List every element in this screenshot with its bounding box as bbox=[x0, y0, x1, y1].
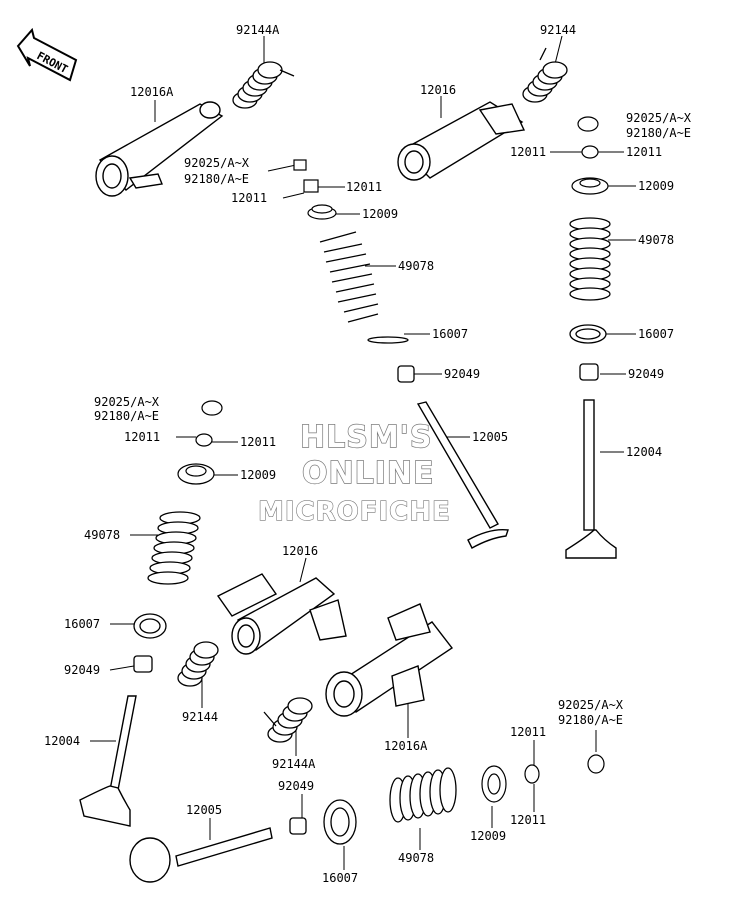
valve-spring-49078-left bbox=[147, 511, 201, 585]
part-label[interactable]: 12016 bbox=[282, 544, 319, 558]
watermark-line1: HLSM'S bbox=[299, 419, 433, 455]
part-label[interactable]: 12011 bbox=[346, 180, 383, 194]
part-label[interactable]: 92180/A~E bbox=[558, 713, 624, 727]
part-label[interactable]: 16007 bbox=[64, 617, 101, 631]
part-label[interactable]: 92025/A~X bbox=[626, 111, 692, 125]
rocker-arm-12016A-top bbox=[95, 101, 224, 197]
front-arrow-icon: FRONT bbox=[16, 27, 78, 82]
valve-keeper-cap-left bbox=[177, 400, 223, 485]
spring-92144-top bbox=[522, 47, 568, 103]
part-label[interactable]: 92180/A~E bbox=[94, 409, 160, 423]
part-label[interactable]: 12016A bbox=[130, 85, 174, 99]
part-label[interactable]: 92180/A~E bbox=[626, 126, 692, 140]
part-label[interactable]: 12011 bbox=[240, 435, 277, 449]
part-label[interactable]: 12011 bbox=[626, 145, 663, 159]
part-label[interactable]: 16007 bbox=[638, 327, 675, 341]
seal-16007-and-92049 bbox=[133, 324, 607, 845]
part-label[interactable]: 12011 bbox=[510, 145, 547, 159]
part-label[interactable]: 49078 bbox=[84, 528, 121, 542]
part-label[interactable]: 49078 bbox=[638, 233, 675, 247]
valve-12004-right bbox=[565, 399, 617, 559]
part-label[interactable]: 92049 bbox=[444, 367, 481, 381]
valve-12004-left bbox=[79, 695, 137, 827]
rocker-arm-12016-mid bbox=[216, 573, 347, 655]
part-label[interactable]: 12009 bbox=[470, 829, 507, 843]
part-label[interactable]: 12009 bbox=[240, 468, 277, 482]
part-label[interactable]: 12009 bbox=[362, 207, 399, 221]
rocker-arm-12016-top bbox=[397, 101, 526, 181]
valve-spring-49078-right bbox=[569, 217, 611, 301]
valve-spring-49078-bottom bbox=[389, 767, 457, 823]
part-label[interactable]: 12011 bbox=[510, 725, 547, 739]
watermark-line3: MICROFICHE bbox=[257, 496, 451, 527]
part-label[interactable]: 92144 bbox=[540, 23, 577, 37]
spring-92144A-mid bbox=[263, 697, 313, 743]
part-label[interactable]: 12004 bbox=[626, 445, 663, 459]
part-label[interactable]: 12011 bbox=[231, 191, 268, 205]
part-label[interactable]: 12016 bbox=[420, 83, 457, 97]
part-label[interactable]: 92025/A~X bbox=[94, 395, 160, 409]
leader-lines bbox=[90, 35, 636, 870]
part-label[interactable]: 16007 bbox=[432, 327, 469, 341]
valve-12005-center bbox=[416, 401, 509, 549]
part-label[interactable]: 92144A bbox=[272, 757, 316, 771]
part-label[interactable]: 92180/A~E bbox=[184, 172, 250, 186]
part-label[interactable]: 12005 bbox=[186, 803, 223, 817]
part-label[interactable]: 12004 bbox=[44, 734, 81, 748]
rocker-arm-12016A-mid bbox=[325, 603, 454, 717]
spring-92144A-top bbox=[232, 61, 295, 109]
part-label[interactable]: 92025/A~X bbox=[184, 156, 250, 170]
part-label[interactable]: 92049 bbox=[628, 367, 665, 381]
part-label[interactable]: 16007 bbox=[322, 871, 359, 885]
part-label[interactable]: 12016A bbox=[384, 739, 428, 753]
part-label[interactable]: 12005 bbox=[472, 430, 509, 444]
part-label[interactable]: 12011 bbox=[510, 813, 547, 827]
part-label[interactable]: 92049 bbox=[278, 779, 315, 793]
valve-keeper-cap-bottom bbox=[481, 754, 605, 803]
part-label[interactable]: 12009 bbox=[638, 179, 675, 193]
valve-spring-49078-center bbox=[319, 231, 379, 323]
part-label[interactable]: 92144A bbox=[236, 23, 280, 37]
spring-92144-left bbox=[177, 641, 219, 687]
valve-keeper-cap-right bbox=[571, 116, 609, 195]
part-label[interactable]: 49078 bbox=[398, 851, 435, 865]
valve-keeper-cap-center bbox=[293, 159, 337, 220]
part-label[interactable]: 92144 bbox=[182, 710, 219, 724]
valve-12005-bottom bbox=[129, 827, 273, 883]
part-label[interactable]: 92025/A~X bbox=[558, 698, 624, 712]
part-label[interactable]: 92049 bbox=[64, 663, 101, 677]
watermark-line2: ONLINE bbox=[301, 455, 435, 491]
part-label[interactable]: 49078 bbox=[398, 259, 435, 273]
part-label[interactable]: 12011 bbox=[124, 430, 161, 444]
